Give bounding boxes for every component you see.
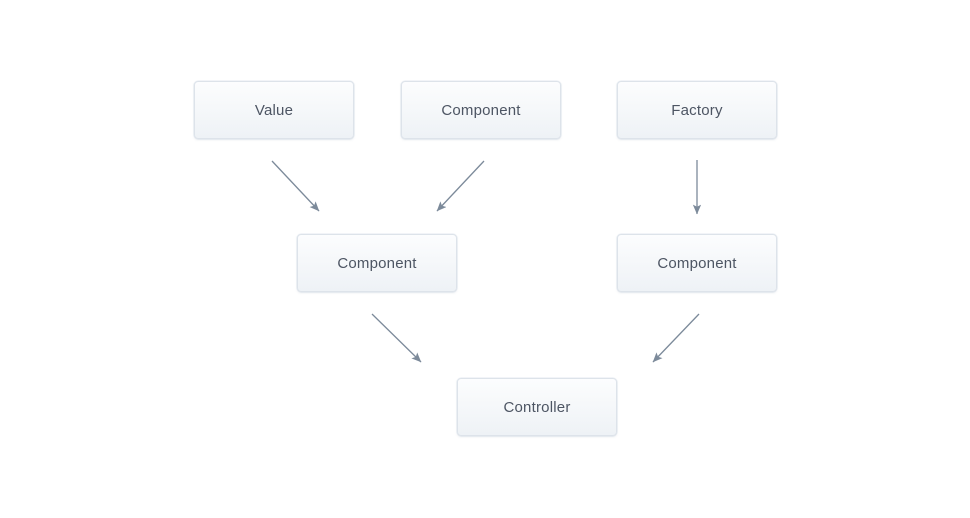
edge-component-mid-left-to-controller <box>371 313 422 363</box>
node-component-mid-right[interactable]: Component <box>617 234 777 292</box>
node-label-value: Value <box>254 101 294 119</box>
node-factory[interactable]: Factory <box>617 81 777 139</box>
node-value[interactable]: Value <box>194 81 354 139</box>
node-label-component-top: Component <box>441 101 521 119</box>
edge-component-mid-right-to-controller <box>652 313 700 363</box>
node-label-component-mid-left: Component <box>337 254 417 272</box>
node-label-factory: Factory <box>671 101 723 119</box>
edge-component-top-to-component-mid-left <box>436 160 485 212</box>
node-label-component-mid-right: Component <box>657 254 737 272</box>
node-component-top[interactable]: Component <box>401 81 561 139</box>
node-component-mid-left[interactable]: Component <box>297 234 457 292</box>
node-controller[interactable]: Controller <box>457 378 617 436</box>
edge-value-to-component-mid-left <box>271 160 320 212</box>
node-label-controller: Controller <box>503 398 571 416</box>
